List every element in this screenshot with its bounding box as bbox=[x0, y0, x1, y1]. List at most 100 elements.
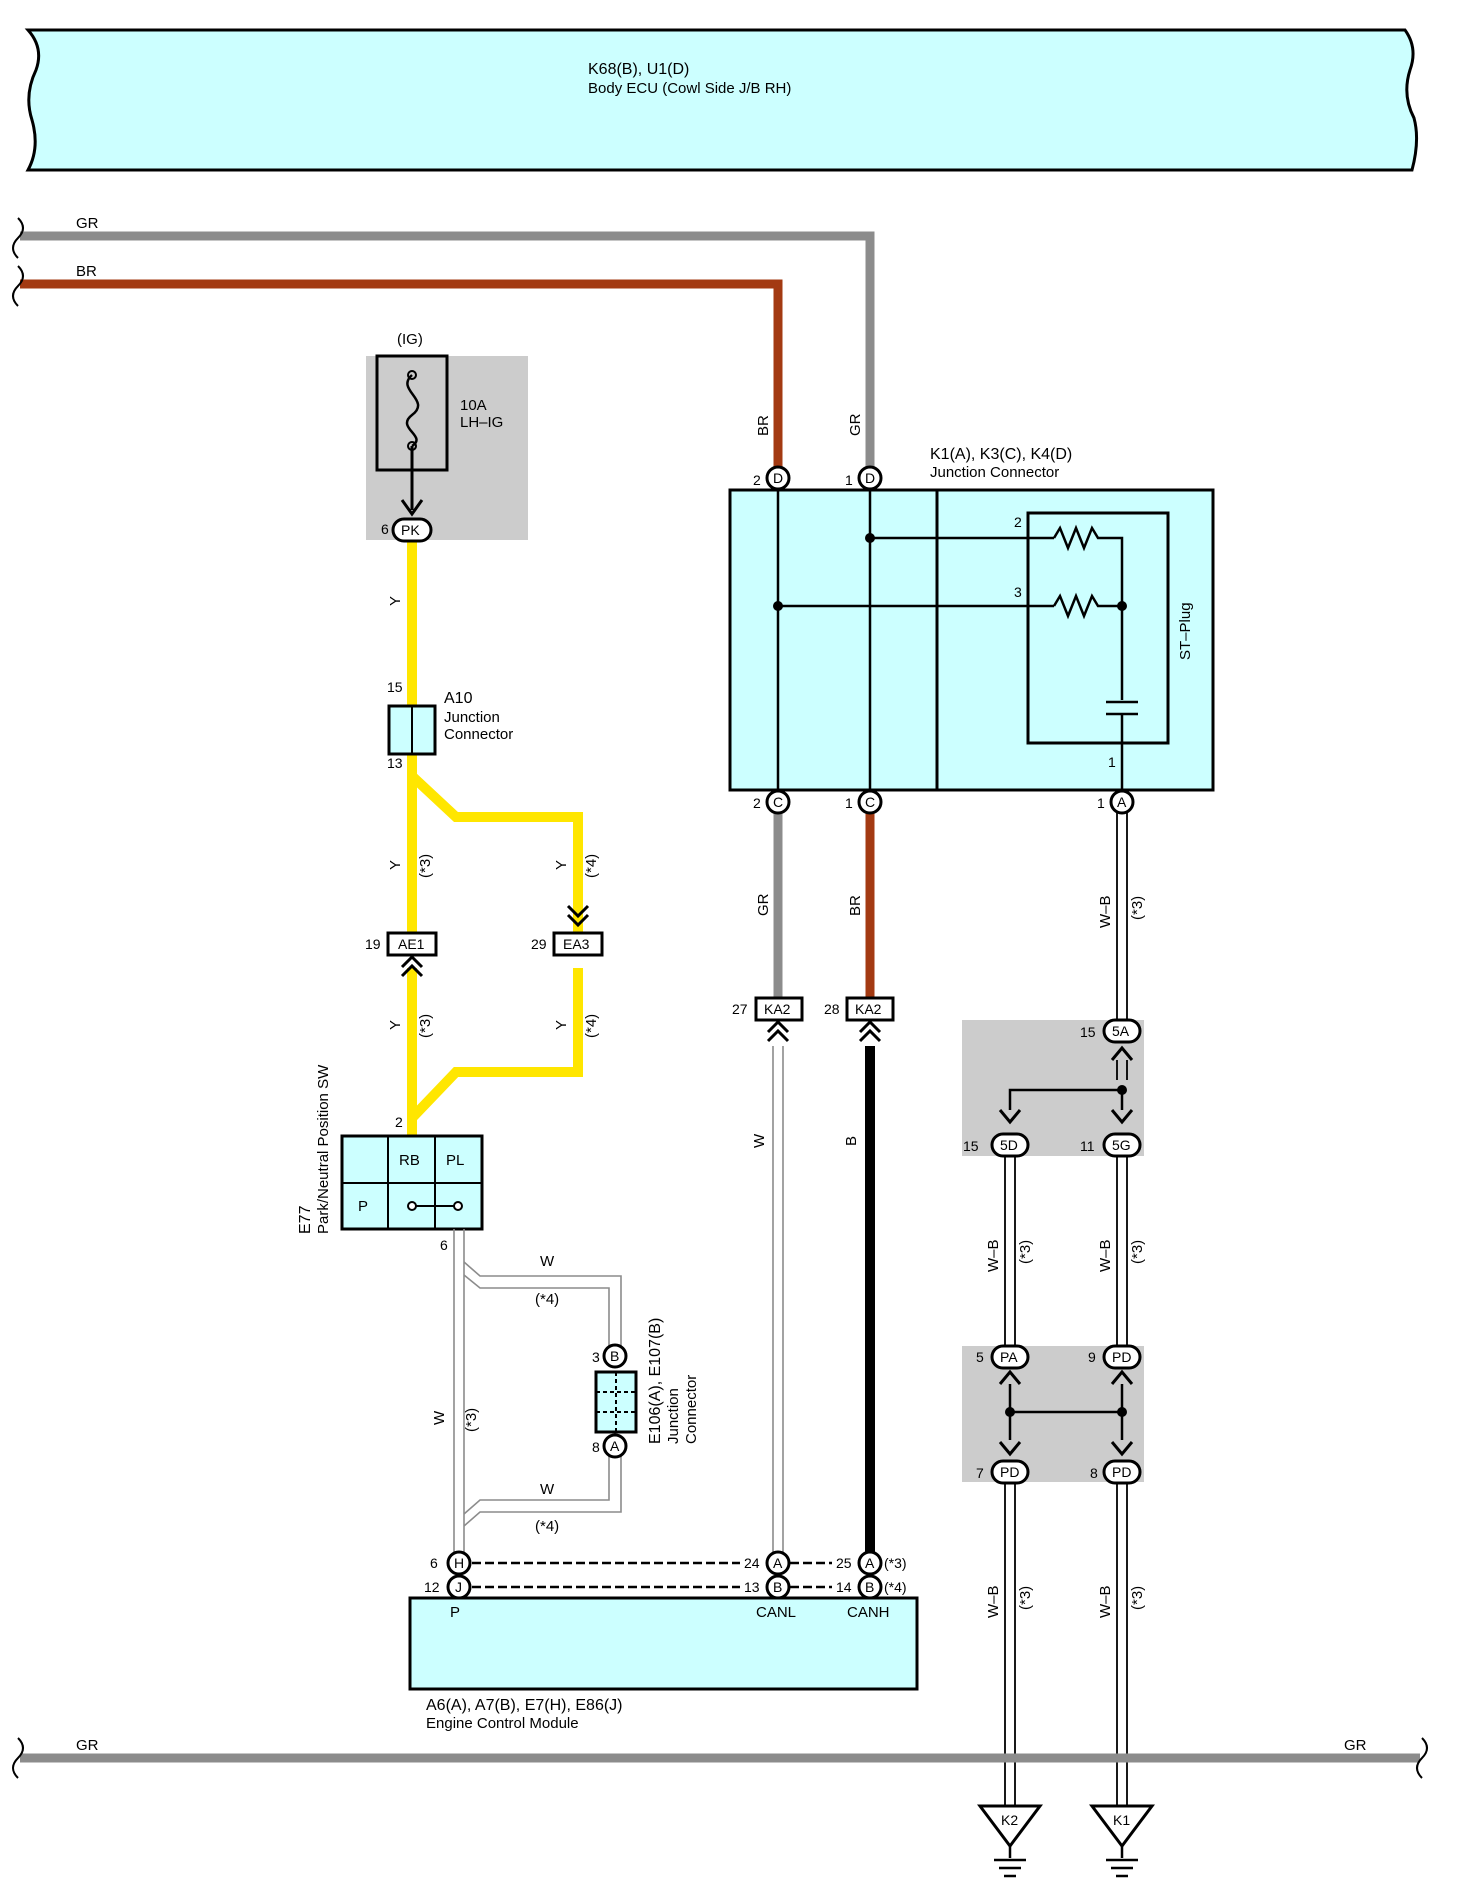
note-3-wb-5: (*3) bbox=[1129, 1586, 1146, 1610]
wire-wb-ground bbox=[1004, 1483, 1128, 1810]
jc-bottom-pin-c-1[interactable] bbox=[765, 789, 791, 815]
a10-name-2: Connector bbox=[444, 726, 513, 743]
e106-pin-a[interactable] bbox=[602, 1433, 628, 1459]
connector-pd-bl-label: PD bbox=[1000, 1464, 1019, 1480]
jc-top-pin-2: 1 bbox=[845, 472, 853, 488]
jc-res-pin-3: 3 bbox=[1014, 584, 1022, 600]
wire-label-br-canh: BR bbox=[847, 895, 864, 916]
connector-5g[interactable] bbox=[1102, 1132, 1142, 1158]
e77-cell-rb: RB bbox=[399, 1152, 420, 1169]
note-3-wb-3: (*3) bbox=[1129, 1240, 1146, 1264]
jc-bottom-pin-a[interactable] bbox=[1109, 789, 1135, 815]
note-3-wb-2: (*3) bbox=[1017, 1240, 1034, 1264]
wire-br-top bbox=[20, 279, 783, 478]
wire-label-gr-top: GR bbox=[76, 215, 99, 232]
wire-label-gr-vert: GR bbox=[847, 413, 864, 436]
connector-pd-top[interactable] bbox=[1102, 1344, 1142, 1370]
j5-arrow-up-icon bbox=[1110, 1045, 1134, 1061]
ka2-right-chevron-icon bbox=[858, 1019, 882, 1043]
connector-pd-br-label: PD bbox=[1112, 1464, 1131, 1480]
wire-label-w-canl: W bbox=[751, 1133, 768, 1148]
jc-bottom-pin-2: 1 bbox=[845, 795, 853, 811]
jc-bottom-conn-1: C bbox=[773, 794, 783, 810]
e106-name-2: Connector bbox=[683, 1375, 700, 1444]
ecm-box[interactable] bbox=[408, 1596, 919, 1691]
ecm-pin-a-r[interactable] bbox=[857, 1550, 883, 1576]
wire-label-b-canh: B bbox=[843, 1136, 860, 1146]
jc-top-conn-1: D bbox=[773, 470, 783, 486]
ecm-conn-j: J bbox=[455, 1579, 462, 1595]
j5-top-pin: 15 bbox=[1080, 1024, 1096, 1040]
j5-arrow-down-left-icon bbox=[998, 1109, 1022, 1125]
fuse-pin: 6 bbox=[381, 521, 389, 537]
wire-label-wb-4: W–B bbox=[985, 1585, 1002, 1618]
fuse-ig-label: (IG) bbox=[397, 331, 423, 348]
wire-label-br-top: BR bbox=[76, 263, 97, 280]
note-3-wb-4: (*3) bbox=[1017, 1586, 1034, 1610]
connector-5a[interactable] bbox=[1102, 1018, 1142, 1044]
wire-label-w-lower: W bbox=[540, 1481, 555, 1498]
connector-5d-label: 5D bbox=[1000, 1137, 1018, 1153]
e77-code: E77 bbox=[297, 1205, 314, 1234]
connector-pk-label: PK bbox=[401, 522, 420, 538]
ecm-pin-a-m[interactable] bbox=[765, 1550, 791, 1576]
fuse-arrow-icon bbox=[400, 499, 424, 517]
connector-pk[interactable] bbox=[391, 517, 433, 543]
a10-name-1: Junction bbox=[444, 709, 500, 726]
e77-name: Park/Neutral Position SW bbox=[315, 1064, 332, 1234]
ecm-term-canh: CANH bbox=[847, 1604, 890, 1621]
ground-k2[interactable] bbox=[977, 1804, 1043, 1849]
connector-ae1-label: AE1 bbox=[398, 936, 425, 952]
ecm-pin-l-2: 12 bbox=[424, 1579, 440, 1595]
j5-right-pin: 11 bbox=[1080, 1138, 1095, 1154]
connector-5d[interactable] bbox=[990, 1132, 1030, 1158]
ae1-chevron-icon bbox=[400, 954, 424, 978]
wire-y-branch bbox=[408, 772, 583, 1122]
ecm-code: A6(A), A7(B), E7(H), E86(J) bbox=[426, 1697, 623, 1714]
wire-label-y-2: Y bbox=[387, 860, 404, 870]
ka2-left-pin: 27 bbox=[732, 1001, 748, 1017]
jc-top-pin-d-1[interactable] bbox=[765, 465, 791, 491]
connector-pd-br[interactable] bbox=[1102, 1459, 1142, 1485]
ground-k2-icon bbox=[994, 1846, 1026, 1878]
st-plug-label: ST–Plug bbox=[1177, 602, 1194, 660]
note-3-w-main: (*3) bbox=[463, 1408, 480, 1432]
wire-label-wb-2: W–B bbox=[985, 1239, 1002, 1272]
wire-w-e77 bbox=[453, 1229, 465, 1555]
wire-w-canl bbox=[772, 1046, 784, 1552]
body-ecu-box[interactable] bbox=[24, 28, 1419, 172]
ecm-conn-b-m: B bbox=[773, 1579, 782, 1595]
connector-pd-bl[interactable] bbox=[990, 1459, 1030, 1485]
ecm-conn-b-r: B bbox=[865, 1579, 874, 1595]
connector-pd-top-label: PD bbox=[1112, 1349, 1131, 1365]
connector-ka2-right-label: KA2 bbox=[855, 1001, 882, 1017]
connector-5g-label: 5G bbox=[1112, 1137, 1131, 1153]
jc-code: K1(A), K3(C), K4(D) bbox=[930, 446, 1072, 463]
connector-pa[interactable] bbox=[990, 1344, 1030, 1370]
wire-w-lower-branch bbox=[463, 1443, 622, 1527]
connector-pa-label: PA bbox=[1000, 1349, 1018, 1365]
jc-top-pin-d-2[interactable] bbox=[857, 465, 883, 491]
jc-bottom-pin-1: 2 bbox=[753, 795, 761, 811]
connector-ka2-left[interactable] bbox=[754, 996, 804, 1022]
e106-pin-b[interactable] bbox=[602, 1343, 628, 1369]
body-ecu-name: Body ECU (Cowl Side J/B RH) bbox=[588, 80, 791, 97]
jc-top-pin-1: 2 bbox=[753, 472, 761, 488]
ecm-pin-r-2: 14 bbox=[836, 1579, 852, 1595]
note-4-y-5: (*4) bbox=[583, 1014, 600, 1038]
e77-pin-top: 2 bbox=[395, 1114, 403, 1130]
jp-tr-pin: 9 bbox=[1088, 1349, 1096, 1365]
ecm-pin-h[interactable] bbox=[446, 1550, 472, 1576]
jc-box[interactable] bbox=[728, 488, 1215, 792]
ground-k1[interactable] bbox=[1089, 1804, 1155, 1849]
jc-bottom-pin-c-2[interactable] bbox=[857, 789, 883, 815]
e106-name-1: Junction bbox=[665, 1388, 682, 1444]
ecm-term-canl: CANL bbox=[756, 1604, 796, 1621]
wire-label-y-1: Y bbox=[387, 596, 404, 606]
connector-ea3[interactable] bbox=[552, 931, 604, 957]
jc-top-conn-2: D bbox=[865, 470, 875, 486]
wire-label-gr-canl: GR bbox=[755, 893, 772, 916]
note-3-wb-1: (*3) bbox=[1129, 896, 1146, 920]
wire-gr-top bbox=[20, 231, 875, 478]
